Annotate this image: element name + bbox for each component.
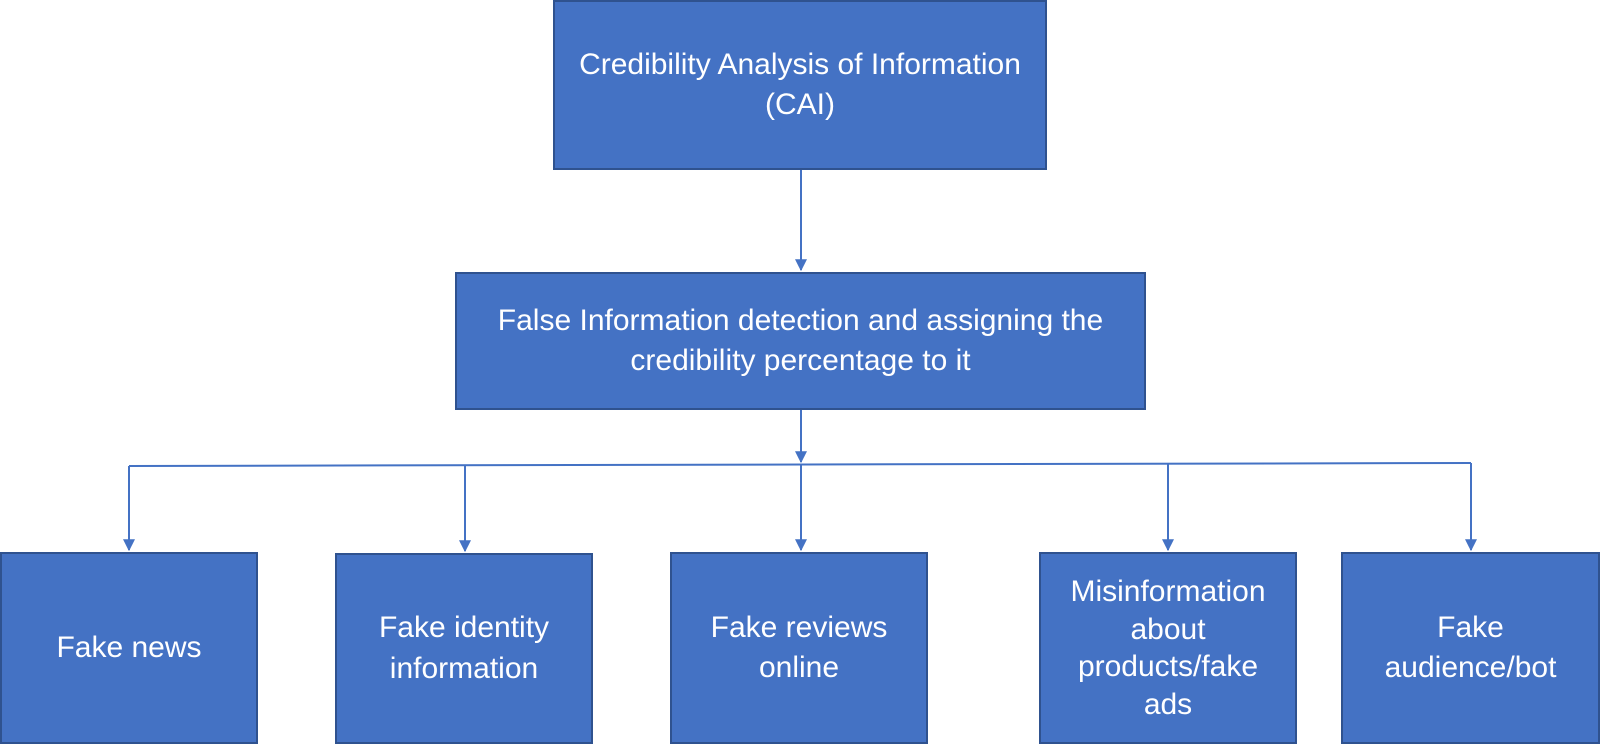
leaf-node-label: Fake identity information (378, 611, 550, 685)
leaf-node-fake-reviews: Fake reviews online (670, 552, 928, 744)
leaf-node-fake-identity: Fake identity information (335, 553, 593, 744)
branch-bus-line (128, 462, 1472, 467)
middle-node-label: False Information detection and assignin… (497, 303, 1104, 378)
root-node-cai: Credibility Analysis of Information (CAI… (553, 0, 1047, 170)
root-node-label: Credibility Analysis of Information (CAI… (579, 47, 1021, 122)
leaf-node-label: Misinformation about products/fake ads (1070, 575, 1266, 721)
leaf-node-misinformation: Misinformation about products/fake ads (1039, 552, 1297, 744)
node-false-information-detection: False Information detection and assignin… (455, 272, 1146, 410)
leaf-node-label: Fake reviews online (710, 610, 888, 685)
leaf-node-label: Fake news (56, 630, 202, 664)
leaf-node-fake-news: Fake news (0, 552, 258, 744)
leaf-node-label: Fake audience/bot (1384, 610, 1557, 685)
leaf-node-fake-audience: Fake audience/bot (1341, 552, 1600, 744)
